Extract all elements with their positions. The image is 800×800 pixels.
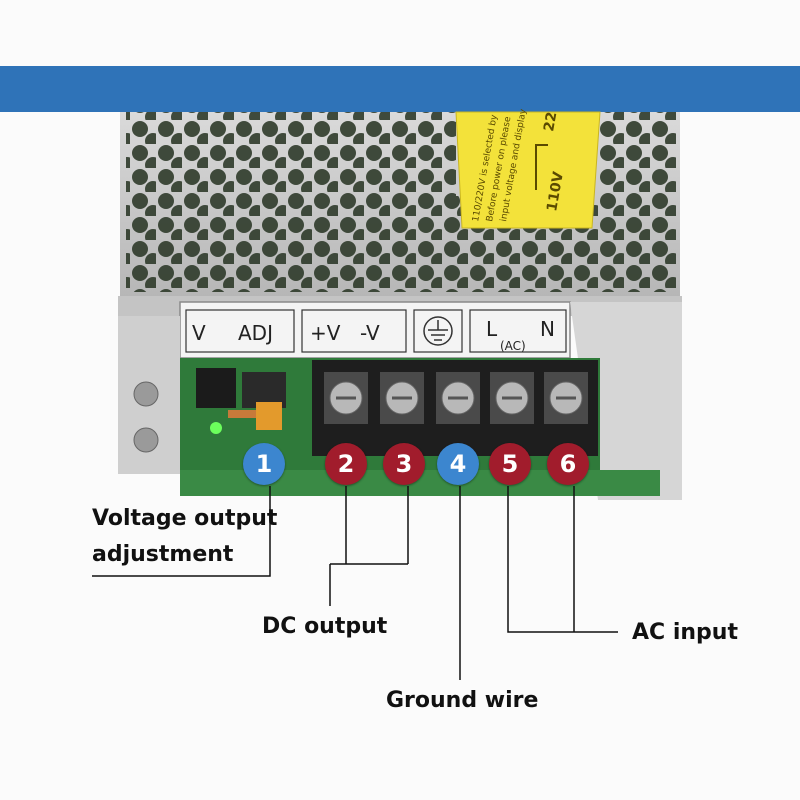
potentiometer-icon [256,402,282,430]
callout-ac-input: AC input [632,620,738,645]
terminal-badge-3: 3 [383,443,425,485]
capacitor-icon [196,368,236,408]
warning-sticker: 110/220V is selected by Before power on … [455,108,601,229]
label-n: N [540,317,555,341]
terminal-badge-4: 4 [437,443,479,485]
label-ac: (AC) [500,339,526,353]
terminal-screw-icon [490,372,534,424]
mount-screw-icon [133,427,159,453]
callout-leader-lines [92,486,618,680]
terminal-badge-6: 6 [547,443,589,485]
terminal-label-panel: V ADJ +V -V L (AC) N [179,301,571,359]
switch-low-label: 110V [544,170,567,212]
callout-ground-wire: Ground wire [386,688,539,713]
label-adj: ADJ [238,321,273,345]
terminal-badge-1: 1 [243,443,285,485]
leader-voltage-adjust [92,486,271,577]
label-minus-v: -V [360,321,380,345]
mount-screw-icon [133,381,159,407]
status-led-icon [210,422,222,434]
callout-voltage-line2: adjustment [92,542,234,567]
terminal-badge-2: 2 [325,443,367,485]
label-l: L [486,317,498,341]
switch-high-label: 22 [541,111,560,133]
terminal-screw-icon [380,372,424,424]
terminal-badge-5: 5 [489,443,531,485]
top-banner [0,66,800,112]
leader-dc-output [329,486,409,606]
terminal-screw-icon [436,372,480,424]
terminal-screw-icon [324,372,368,424]
callout-voltage-line1: Voltage output [92,506,278,531]
label-v: V [192,321,206,345]
label-plus-v: +V [310,321,341,345]
leader-ac-input [507,486,618,633]
resistor-icon [228,410,256,418]
ground-symbol-icon [423,316,453,346]
terminal-screw-icon [544,372,588,424]
switch-arrow-icon [535,144,548,190]
callout-dc-output: DC output [262,614,388,639]
terminal-block [312,360,598,456]
